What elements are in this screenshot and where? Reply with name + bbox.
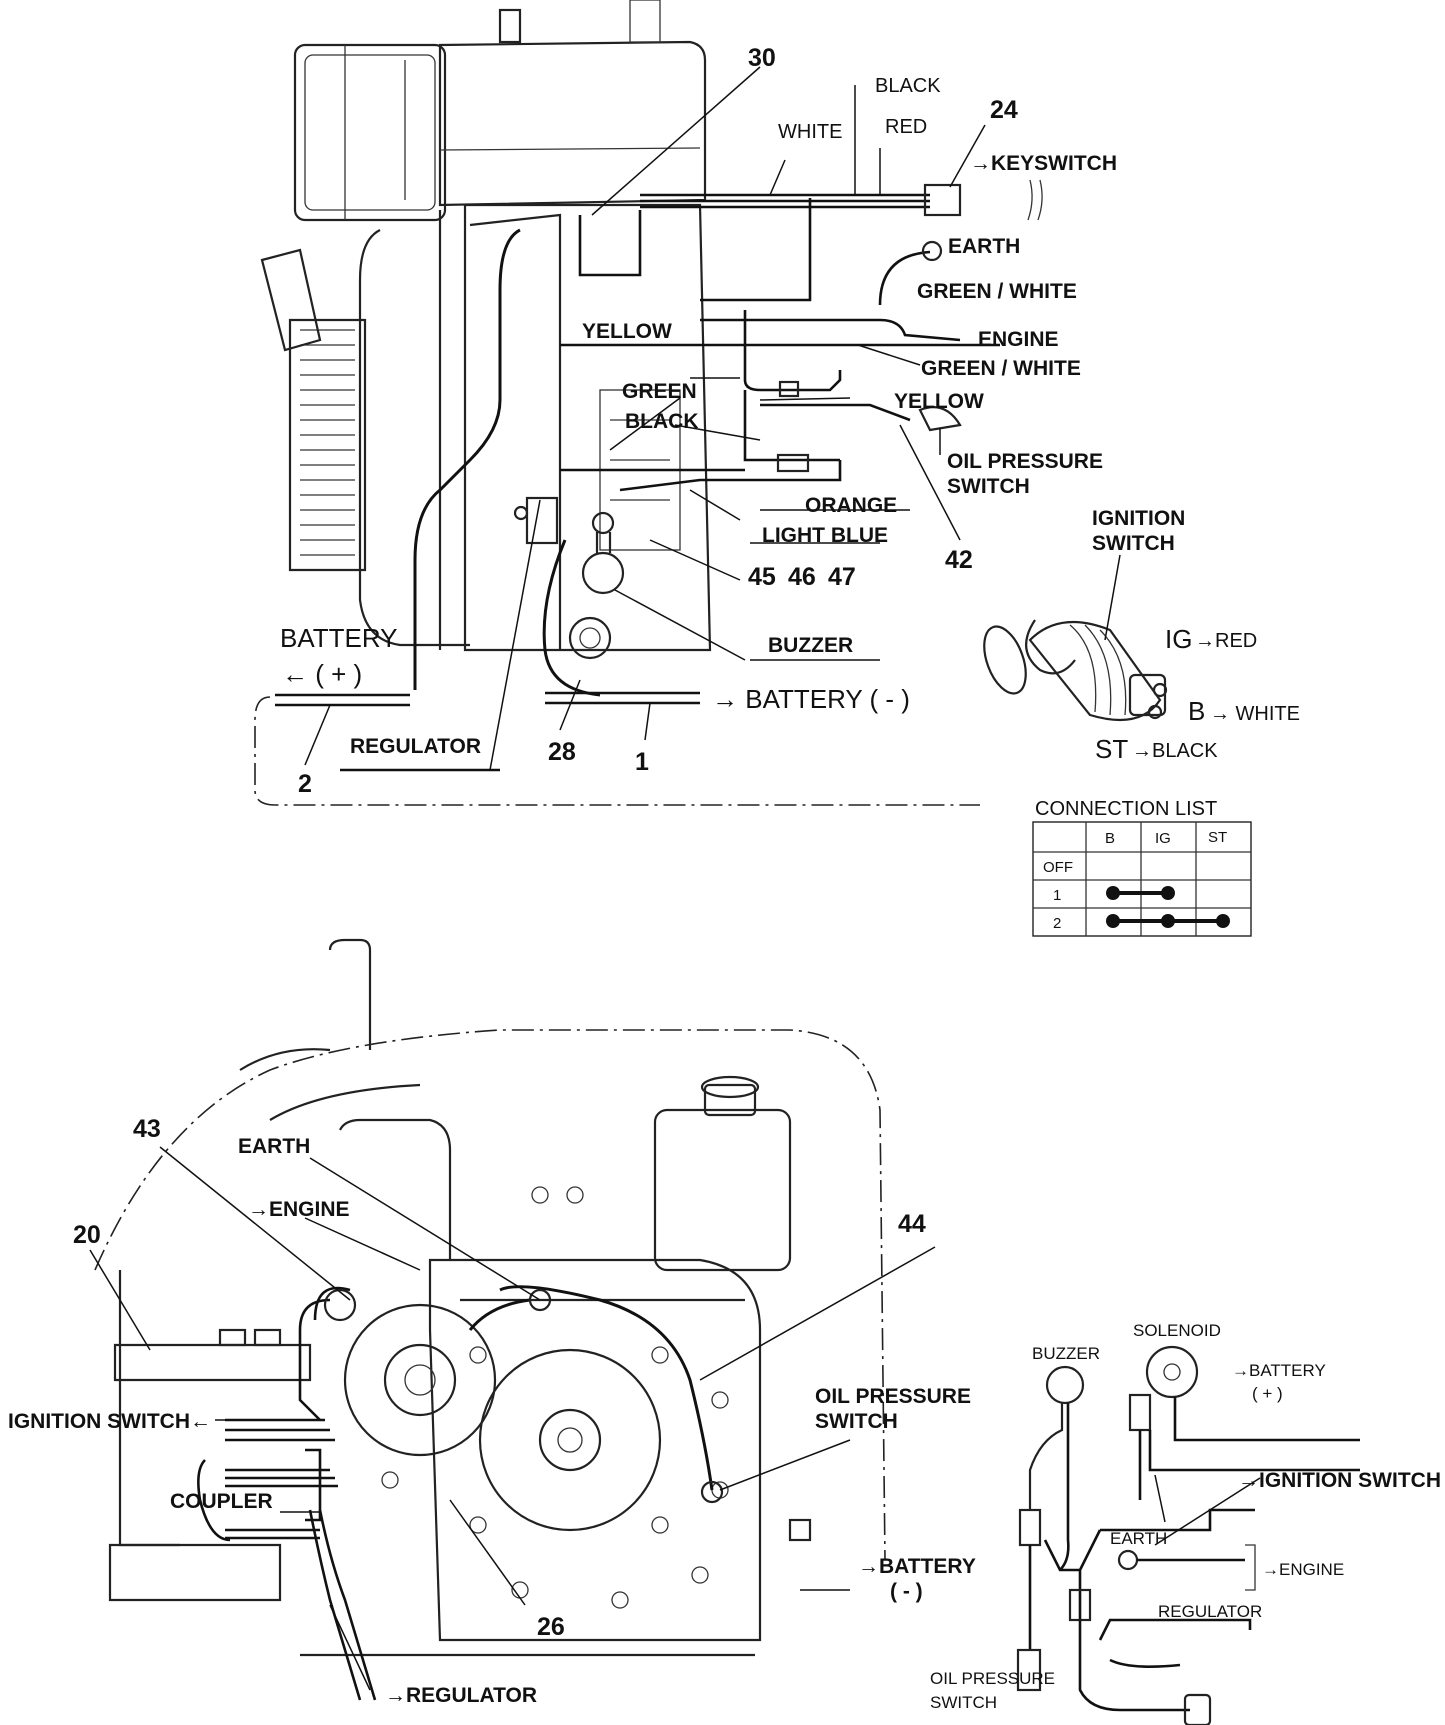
ignition-title-1: IGNITION xyxy=(1092,507,1185,530)
label-regulator-bottom: →REGULATOR xyxy=(385,1684,537,1707)
label-engine-top: ENGINE xyxy=(978,328,1059,351)
harness-drawing xyxy=(1016,1345,1360,1725)
label-earth-bottom: EARTH xyxy=(238,1135,310,1158)
label-earth-top: EARTH xyxy=(948,235,1020,258)
harness-solenoid: SOLENOID xyxy=(1133,1321,1221,1340)
connection-dot xyxy=(1106,914,1120,928)
ignition-ig: IG xyxy=(1165,624,1192,654)
harness-battery-2: ( + ) xyxy=(1252,1384,1283,1403)
connection-dot xyxy=(1106,886,1120,900)
harness-oil-pressure-1: OIL PRESSURE xyxy=(930,1669,1055,1688)
connection-list-table: CONNECTION LIST B IG ST OFF 1 2 xyxy=(1032,798,1252,937)
label-light-blue: LIGHT BLUE xyxy=(762,524,888,547)
table-header-st: ST xyxy=(1208,829,1227,846)
callout-46: 46 xyxy=(788,563,816,591)
callout-43: 43 xyxy=(133,1115,161,1143)
bottom-leaders xyxy=(89,1146,936,1691)
label-green-white-2: GREEN / WHITE xyxy=(921,357,1081,380)
label-black: BLACK xyxy=(875,75,941,97)
top-labels: 30 BLACK 24 RED WHITE →KEYSWITCH EARTH G… xyxy=(280,44,1117,798)
callout-30: 30 xyxy=(748,44,776,72)
callout-47: 47 xyxy=(828,563,856,591)
callout-26: 26 xyxy=(537,1613,565,1641)
label-red: RED xyxy=(885,116,927,138)
ignition-st: ST xyxy=(1095,734,1128,764)
label-battery-neg: → BATTERY ( - ) xyxy=(712,684,910,714)
top-wires xyxy=(254,179,1043,806)
harness-oil-pressure-2: SWITCH xyxy=(930,1693,997,1712)
ignition-st-to: →BLACK xyxy=(1132,740,1218,762)
harness-battery-1: →BATTERY xyxy=(1232,1361,1326,1380)
label-battery-neg-bottom-2: ( - ) xyxy=(890,1580,923,1603)
label-green-white-1: GREEN / WHITE xyxy=(917,280,1077,303)
harness-engine: →ENGINE xyxy=(1262,1560,1344,1579)
label-oil-pressure-bottom-1: OIL PRESSURE xyxy=(815,1385,971,1408)
callout-44: 44 xyxy=(898,1210,926,1238)
label-oil-pressure-top: OIL PRESSURE xyxy=(947,450,1103,473)
label-oil-pressure-bottom-2: SWITCH xyxy=(815,1410,898,1433)
ignition-b: B xyxy=(1188,696,1205,726)
table-header-ig: IG xyxy=(1155,830,1171,847)
table-row-1: 1 xyxy=(1053,887,1061,904)
callout-42: 42 xyxy=(945,546,973,574)
label-keyswitch: →KEYSWITCH xyxy=(970,152,1117,175)
top-engine-drawing xyxy=(260,0,712,697)
label-yellow-left: YELLOW xyxy=(582,320,672,343)
label-white: WHITE xyxy=(778,121,842,143)
bottom-labels: 43 EARTH →ENGINE 20 44 IGNITION SWITCH← … xyxy=(8,1115,976,1707)
callout-2: 2 xyxy=(298,770,312,798)
bottom-engine-drawing xyxy=(94,938,886,1657)
ignition-title-2: SWITCH xyxy=(1092,532,1175,555)
label-coupler: COUPLER xyxy=(170,1490,273,1513)
harness-regulator: REGULATOR xyxy=(1158,1602,1262,1621)
table-header-b: B xyxy=(1105,830,1115,847)
ignition-ig-to: →RED xyxy=(1195,630,1257,652)
callout-28: 28 xyxy=(548,738,576,766)
label-switch-top: SWITCH xyxy=(947,475,1030,498)
label-battery-neg-bottom-1: →BATTERY xyxy=(858,1555,976,1578)
connection-dot xyxy=(1161,914,1175,928)
harness-ignition-switch: →IGNITION SWITCH xyxy=(1238,1469,1441,1492)
label-yellow-right: YELLOW xyxy=(894,390,984,413)
connection-dot xyxy=(1216,914,1230,928)
callout-45: 45 xyxy=(748,563,776,591)
ignition-switch-drawing: IGNITION SWITCH IG →RED B → WHITE ST →BL… xyxy=(983,507,1300,764)
callout-1: 1 xyxy=(635,748,649,776)
harness-labels: BUZZER SOLENOID →BATTERY ( + ) →IGNITION… xyxy=(930,1321,1441,1712)
label-green: GREEN xyxy=(622,380,697,403)
connection-list-title: CONNECTION LIST xyxy=(1035,798,1217,820)
callout-24: 24 xyxy=(990,96,1018,124)
label-battery-pos-2: ← ( + ) xyxy=(282,659,362,689)
label-ignition-switch-bottom: IGNITION SWITCH← xyxy=(8,1410,211,1433)
label-black-2: BLACK xyxy=(625,410,699,433)
callout-20: 20 xyxy=(73,1221,101,1249)
ignition-b-to: → WHITE xyxy=(1210,703,1300,725)
label-buzzer-top: BUZZER xyxy=(768,634,853,657)
top-leaders xyxy=(304,66,986,771)
table-row-off: OFF xyxy=(1043,859,1073,876)
connection-dot xyxy=(1161,886,1175,900)
label-battery-pos-1: BATTERY xyxy=(280,623,398,653)
label-regulator-top: REGULATOR xyxy=(350,735,481,758)
label-engine-bottom: →ENGINE xyxy=(248,1198,350,1221)
table-row-2: 2 xyxy=(1053,915,1061,932)
harness-earth: EARTH xyxy=(1110,1529,1167,1548)
harness-buzzer: BUZZER xyxy=(1032,1344,1100,1363)
bottom-wires xyxy=(197,1286,377,1701)
label-orange: ORANGE xyxy=(805,494,897,517)
